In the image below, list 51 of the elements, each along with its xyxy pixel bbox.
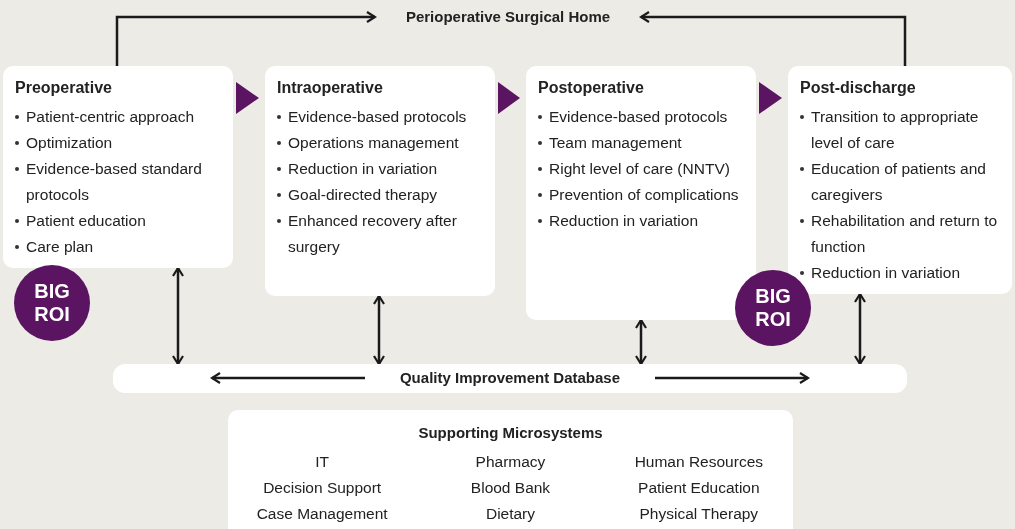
title-text: Perioperative Surgical Home xyxy=(405,6,611,27)
microsystem-item: Human Resources xyxy=(634,452,763,472)
flow-chevron xyxy=(759,82,782,114)
stage-heading: Post-discharge xyxy=(800,78,917,98)
arrow xyxy=(171,266,185,366)
bullet-item: Reduction in variation xyxy=(549,211,699,231)
microsystem-item: Pharmacy xyxy=(475,452,546,472)
microsystem-item: Physical Therapy xyxy=(639,504,759,524)
stage-heading: Intraoperative xyxy=(277,78,384,98)
bullet-item: Rehabilitation and return to function xyxy=(811,211,999,257)
arrow xyxy=(634,318,648,366)
roi-text: BIG ROI xyxy=(754,285,792,331)
stage-card xyxy=(265,66,495,296)
database-bar xyxy=(113,364,907,393)
microsystem-item: Decision Support xyxy=(263,478,382,498)
bullet-item: Evidence-based protocols xyxy=(288,107,467,127)
arrow xyxy=(115,10,377,66)
bullet-item: Team management xyxy=(549,133,682,153)
microsystem-item: Patient Education xyxy=(638,478,760,498)
microsystem-item: IT xyxy=(315,452,330,472)
stage-heading: Postoperative xyxy=(538,78,645,98)
bullet-item: Operations management xyxy=(288,133,459,153)
arrow xyxy=(853,292,867,366)
flow-chevron xyxy=(236,82,259,114)
bullet-item: Right level of care (NNTV) xyxy=(549,159,730,179)
bullet-item: Goal-directed therapy xyxy=(288,185,438,205)
bullet-item: Reduction in variation xyxy=(288,159,438,179)
bullet-item: Optimization xyxy=(26,133,113,153)
bullet-item: Enhanced recovery after surgery xyxy=(288,211,458,257)
bullet-item: Reduction in variation xyxy=(811,263,961,283)
microsystem-item: Dietary xyxy=(485,504,536,524)
microsystems-panel xyxy=(228,410,793,529)
bullet-item: Evidence-based standard protocols xyxy=(26,159,203,205)
bullet-item: Care plan xyxy=(26,237,94,257)
stage-card xyxy=(526,66,756,320)
microsystem-item: Case Management xyxy=(256,504,388,524)
bullet-item: Patient-centric approach xyxy=(26,107,194,127)
roi-text: BIG ROI xyxy=(33,280,71,326)
stage-card xyxy=(3,66,233,268)
flow-chevron xyxy=(498,82,520,114)
arrow xyxy=(639,10,907,66)
arrow xyxy=(372,294,386,366)
bullet-item: Patient education xyxy=(26,211,146,231)
panel-heading: Supporting Microsystems xyxy=(418,423,603,443)
stage-heading: Preoperative xyxy=(15,78,113,98)
microsystem-item: Blood Bank xyxy=(470,478,551,498)
bullet-item: Education of patients and caregivers xyxy=(811,159,987,205)
bullet-item: Transition to appropriate level of care xyxy=(811,107,980,153)
bullet-item: Prevention of complications xyxy=(549,185,739,205)
stage-card xyxy=(788,66,1012,294)
bullet-item: Evidence-based protocols xyxy=(549,107,728,127)
